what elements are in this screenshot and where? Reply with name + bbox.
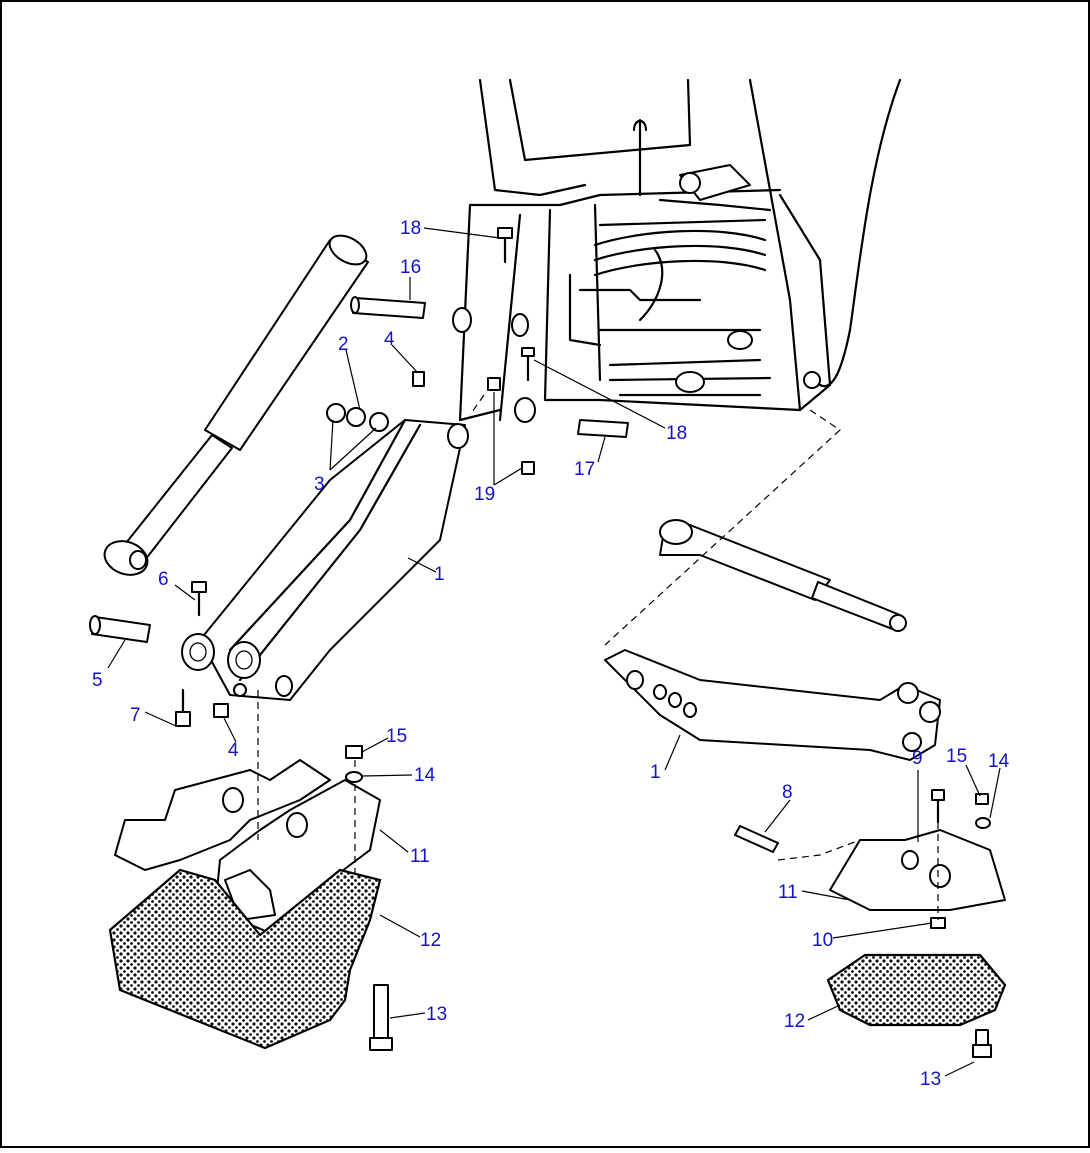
callout-13-right: 13 <box>920 1069 941 1090</box>
boom-right <box>604 649 941 761</box>
callout-14-right: 14 <box>988 751 1010 772</box>
callout-15-left: 15 <box>386 726 407 747</box>
fasteners-left <box>175 227 535 727</box>
callout-2: 2 <box>338 334 349 355</box>
callout-4-bottom: 4 <box>228 740 239 761</box>
callout-12-right: 12 <box>784 1011 805 1032</box>
callout-4-top: 4 <box>384 329 395 350</box>
bushings-left <box>326 403 389 432</box>
hydraulic-cylinder-right <box>659 519 907 632</box>
leader-lines <box>107 227 1001 1077</box>
callout-9: 9 <box>912 748 923 769</box>
callout-1-left: 1 <box>434 564 445 585</box>
callout-8: 8 <box>782 782 793 803</box>
callout-3: 3 <box>314 474 325 495</box>
assembly-lines <box>469 394 939 920</box>
callout-7: 7 <box>130 705 141 726</box>
callout-18-right: 18 <box>666 423 687 444</box>
hydraulic-cylinder-left <box>103 234 369 576</box>
boom-left <box>181 418 469 701</box>
fasteners-left-bottom <box>345 745 393 1051</box>
pad-right <box>826 953 1007 1027</box>
callout-11-right: 11 <box>778 882 798 903</box>
callout-11-left: 11 <box>410 846 430 867</box>
callout-labels: 18 16 2 4 3 19 18 17 1 6 5 7 4 15 14 11 … <box>92 218 1010 1090</box>
callout-17: 17 <box>574 459 595 480</box>
callout-1-right: 1 <box>650 762 661 783</box>
callout-19: 19 <box>474 484 495 505</box>
callout-10: 10 <box>812 930 833 951</box>
bracket-right <box>829 829 1006 911</box>
callout-6: 6 <box>158 569 169 590</box>
pins <box>89 296 629 643</box>
callout-12-left: 12 <box>420 930 441 951</box>
callout-15-right: 15 <box>946 746 967 767</box>
pad-left <box>108 868 382 1050</box>
callout-14-left: 14 <box>414 765 436 786</box>
callout-13-left: 13 <box>426 1004 447 1025</box>
fasteners-right <box>734 789 992 1058</box>
swing-frame <box>452 78 902 423</box>
callout-5: 5 <box>92 670 103 691</box>
callout-16: 16 <box>400 257 421 278</box>
callout-18-top: 18 <box>400 218 421 239</box>
